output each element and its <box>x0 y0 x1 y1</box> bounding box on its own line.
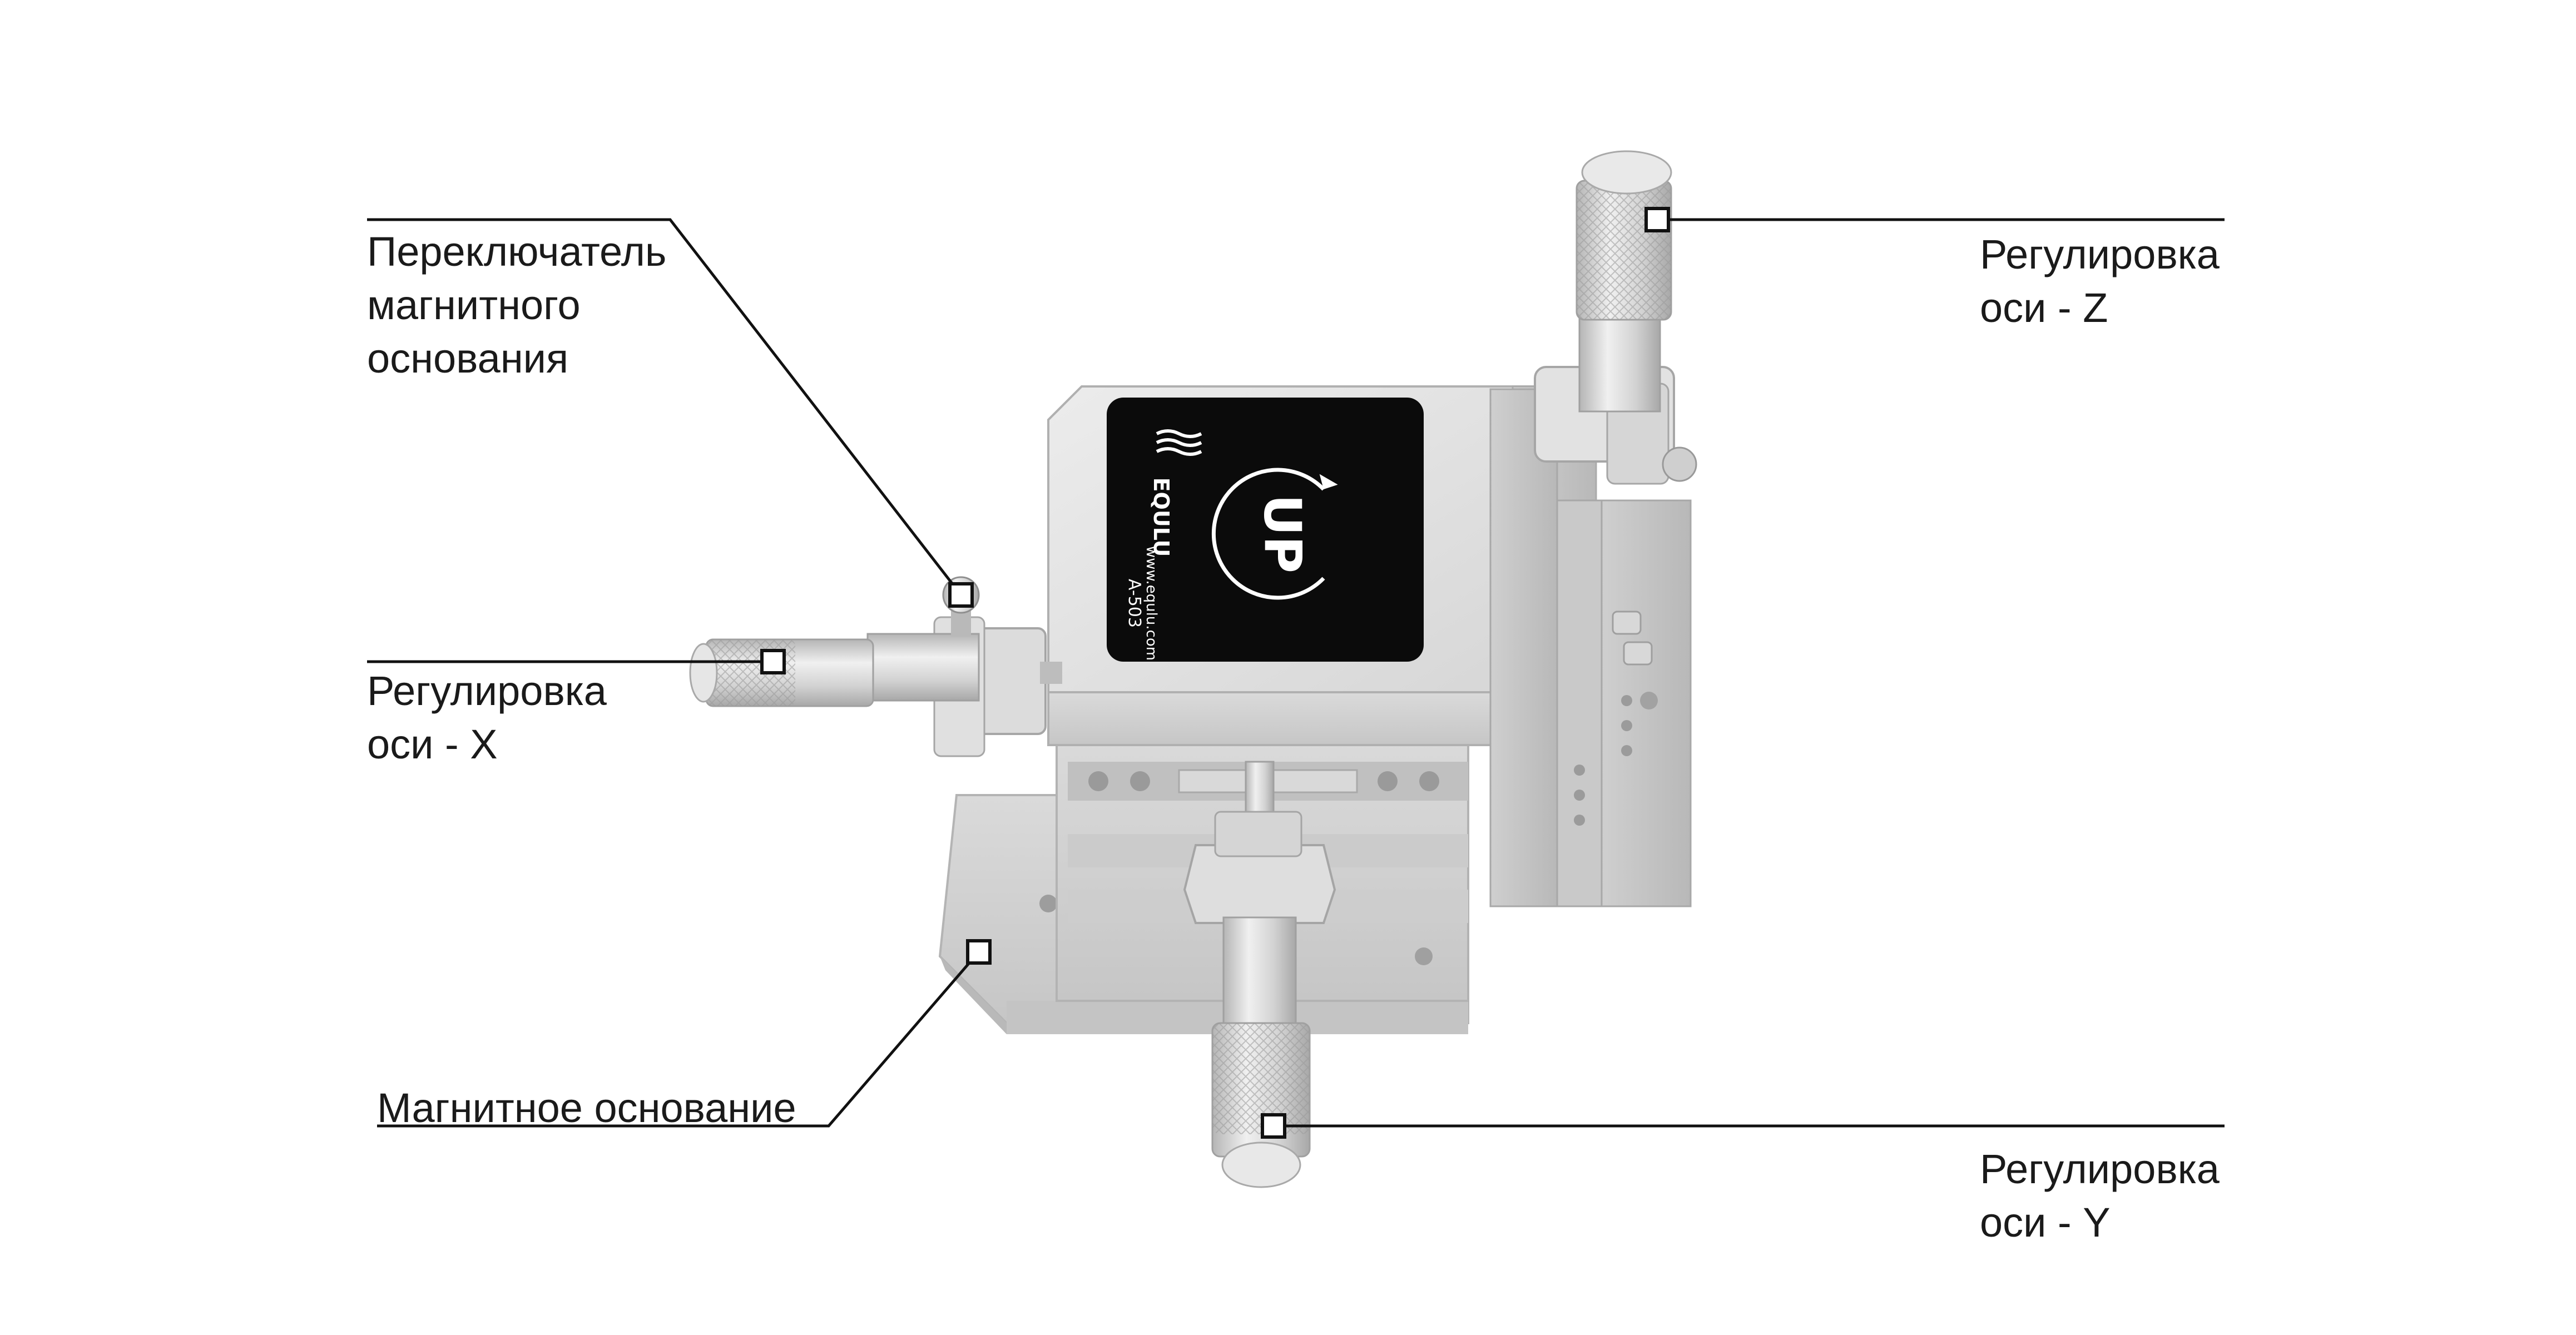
leader-magnet-switch <box>367 218 962 596</box>
callout-label-axis-y: Регулировка оси - Y <box>1980 1146 2220 1245</box>
plate-up-mark: UP <box>1253 494 1312 573</box>
callout-marker-icon <box>948 582 974 608</box>
z-column <box>1489 388 1692 907</box>
callout-label-magnetic-base: Магнитное основание <box>377 1085 796 1131</box>
equlu-logo-icon <box>1156 429 1202 456</box>
callout-marker-icon <box>966 939 992 965</box>
plate-website: www.equlu.com <box>1143 546 1160 661</box>
slide-screw <box>1378 771 1398 791</box>
slide-screw <box>1088 771 1108 791</box>
base-mount-hole <box>1039 895 1057 912</box>
callout-label-magnet-switch: Переключатель магнитного основания <box>367 229 667 381</box>
callout-lines <box>367 218 2225 1128</box>
brand-plate: EQULU UP www.equlu.com A-503 <box>1107 398 1424 662</box>
callout-label-axis-z: Регулировка оси - Z <box>1980 231 2220 331</box>
slide-screw <box>1419 771 1439 791</box>
callout-marker-icon <box>1261 1113 1286 1139</box>
up-rotation-arrow-icon <box>1211 468 1338 600</box>
plate-model: A-503 <box>1124 579 1144 628</box>
z-micrometer <box>1534 150 1697 485</box>
callout-markers <box>760 207 1670 1139</box>
x-micrometer <box>689 616 1062 757</box>
slide-screw <box>1130 771 1150 791</box>
callout-marker-icon <box>1644 207 1670 232</box>
callout-marker-icon <box>760 649 786 674</box>
slide-screw <box>1415 947 1433 965</box>
leader-magnetic-base <box>377 951 980 1128</box>
y-micrometer <box>1183 761 1336 1188</box>
callout-label-axis-x: Регулировка оси - X <box>367 668 607 767</box>
plate-logo-text: EQULU <box>1149 478 1173 557</box>
